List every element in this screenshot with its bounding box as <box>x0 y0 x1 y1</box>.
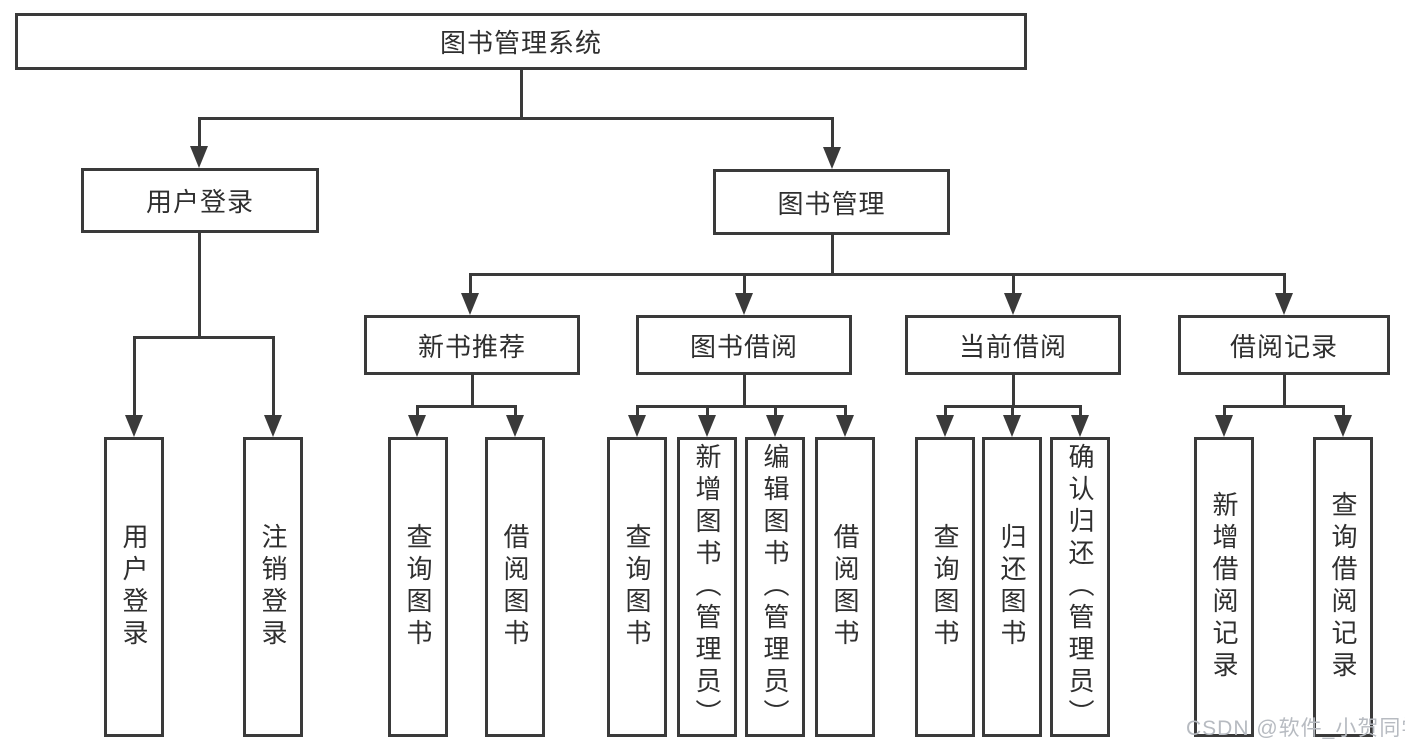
connector-line <box>743 273 746 297</box>
node-root: 图书管理系统 <box>15 13 1027 70</box>
connector-line <box>272 336 275 420</box>
connector-line <box>1223 405 1226 419</box>
arrow-down-icon <box>936 415 954 437</box>
leaf-borrow-books-recommend: 借阅图书 <box>485 437 545 737</box>
connector-line <box>1012 273 1015 297</box>
leaf-label: 查询图书 <box>622 523 652 651</box>
arrow-down-icon <box>506 415 524 437</box>
connector-line <box>198 117 201 149</box>
connector-line <box>1011 405 1014 419</box>
connector-line <box>520 69 523 118</box>
connector-line <box>1342 405 1345 419</box>
connector-line <box>706 405 709 419</box>
node-book-management: 图书管理 <box>713 169 950 235</box>
arrow-down-icon <box>836 415 854 437</box>
leaf-query-books-current: 查询图书 <box>915 437 975 737</box>
leaf-user-login: 用户登录 <box>104 437 164 737</box>
leaf-label: 查询图书 <box>403 523 433 651</box>
connector-line <box>514 405 517 419</box>
leaf-label: 查询借阅记录 <box>1328 491 1358 683</box>
leaf-edit-book-admin: 编辑图书（管理员） <box>745 437 805 737</box>
connector-line <box>636 405 846 408</box>
leaf-label: 归还图书 <box>997 523 1027 651</box>
leaf-query-books-recommend: 查询图书 <box>388 437 448 737</box>
csdn-watermark: CSDN @软件_小贺同学 <box>1186 717 1405 740</box>
connector-line <box>1283 273 1286 297</box>
leaf-label: 注销登录 <box>258 523 288 651</box>
connector-line <box>133 336 275 339</box>
node-borrowing-records: 借阅记录 <box>1178 315 1390 375</box>
connector-line <box>1079 405 1082 419</box>
connector-line <box>469 273 472 297</box>
arrow-down-icon <box>461 293 479 315</box>
connector-line <box>469 273 1286 276</box>
connector-line <box>198 117 834 120</box>
connector-line <box>831 117 834 150</box>
connector-line <box>774 405 777 419</box>
arrow-down-icon <box>190 146 208 168</box>
leaf-label: 查询图书 <box>930 523 960 651</box>
leaf-label: 编辑图书（管理员） <box>760 443 790 731</box>
node-user-login: 用户登录 <box>81 168 319 233</box>
connector-line <box>1012 374 1015 408</box>
connector-line <box>844 405 847 419</box>
leaf-label: 用户登录 <box>119 523 149 651</box>
node-current-borrowing: 当前借阅 <box>905 315 1121 375</box>
connector-line <box>416 405 419 419</box>
arrow-down-icon <box>823 147 841 169</box>
leaf-label: 新增借阅记录 <box>1209 491 1239 683</box>
connector-line <box>831 235 834 276</box>
leaf-query-books-borrowing: 查询图书 <box>607 437 667 737</box>
arrow-down-icon <box>1275 293 1293 315</box>
leaf-logout: 注销登录 <box>243 437 303 737</box>
arrow-down-icon <box>735 293 753 315</box>
arrow-down-icon <box>408 415 426 437</box>
leaf-add-book-admin: 新增图书（管理员） <box>677 437 737 737</box>
node-new-book-recommend: 新书推荐 <box>364 315 580 375</box>
connector-line <box>198 233 201 337</box>
leaf-label: 借阅图书 <box>830 523 860 651</box>
connector-line <box>743 374 746 408</box>
leaf-label: 确认归还（管理员） <box>1065 443 1095 731</box>
leaf-borrow-books-borrowing: 借阅图书 <box>815 437 875 737</box>
arrow-down-icon <box>1334 415 1352 437</box>
node-book-borrowing: 图书借阅 <box>636 315 852 375</box>
leaf-label: 借阅图书 <box>500 523 530 651</box>
connector-line <box>944 405 947 419</box>
arrow-down-icon <box>125 415 143 437</box>
connector-line <box>471 374 474 408</box>
arrow-down-icon <box>264 415 282 437</box>
connector-line <box>1283 374 1286 408</box>
connector-line <box>636 405 639 419</box>
arrow-down-icon <box>766 415 784 437</box>
arrow-down-icon <box>1071 415 1089 437</box>
arrow-down-icon <box>1004 293 1022 315</box>
leaf-query-borrow-record: 查询借阅记录 <box>1313 437 1373 737</box>
connector-line <box>416 405 517 408</box>
leaf-confirm-return-admin: 确认归还（管理员） <box>1050 437 1110 737</box>
arrow-down-icon <box>1215 415 1233 437</box>
leaf-label: 新增图书（管理员） <box>692 443 722 731</box>
leaf-return-books: 归还图书 <box>982 437 1042 737</box>
arrow-down-icon <box>698 415 716 437</box>
connector-line <box>133 336 136 420</box>
arrow-down-icon <box>628 415 646 437</box>
connector-line <box>1223 405 1345 408</box>
leaf-add-borrow-record: 新增借阅记录 <box>1194 437 1254 737</box>
arrow-down-icon <box>1003 415 1021 437</box>
